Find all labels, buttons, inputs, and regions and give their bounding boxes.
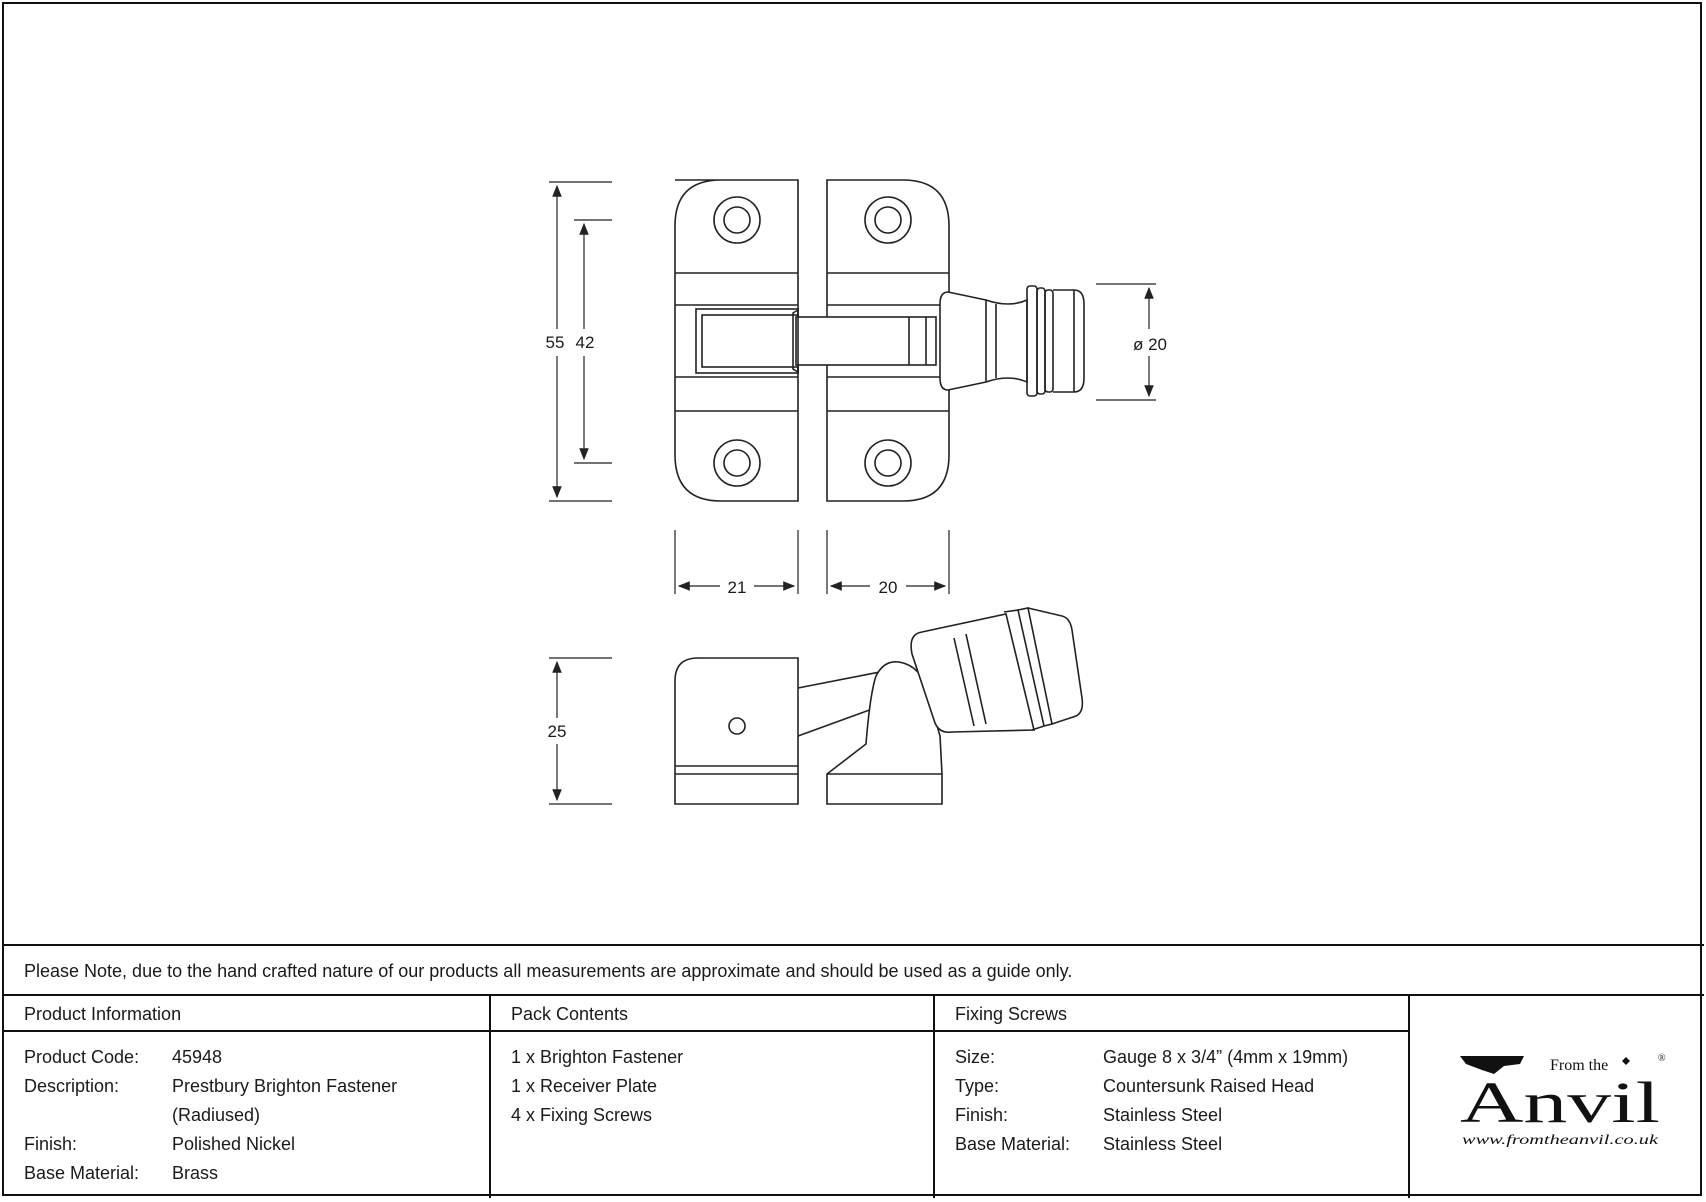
info-value: Brass: [172, 1163, 219, 1183]
fastener-plate-top-view: [792, 179, 1085, 502]
dim-hole-spacing: 42: [576, 333, 595, 352]
column-divider: [1408, 996, 1410, 1198]
technical-drawing: 55 42 ø 20 21 20 25: [546, 179, 1167, 805]
info-value: (Radiused): [172, 1105, 261, 1125]
logo-registered: ®: [1658, 1053, 1666, 1064]
product-information-panel: Product Information Product Code: 45948 …: [4, 996, 490, 1202]
logo-from-the: From the: [1550, 1057, 1608, 1074]
pack-item: 1 x Receiver Plate: [511, 1076, 658, 1096]
screw-label: Type:: [955, 1076, 1000, 1096]
dim-knob-diameter: ø 20: [1133, 335, 1167, 354]
product-information-heading: Product Information: [24, 1004, 182, 1024]
diamond-icon: [1622, 1057, 1630, 1065]
pack-contents-panel: Pack Contents 1 x Brighton Fastener 1 x …: [491, 996, 934, 1202]
screw-value: Stainless Steel: [1103, 1105, 1223, 1125]
pack-contents-heading: Pack Contents: [511, 1004, 629, 1024]
info-label: Finish:: [24, 1134, 78, 1154]
info-label: Product Code:: [24, 1047, 140, 1067]
fastener-side-view: [674, 607, 1084, 805]
screw-label: Size:: [955, 1047, 996, 1067]
product-information-header: Product Information: [4, 996, 490, 1032]
info-value: 45948: [172, 1047, 223, 1067]
fixing-screws-heading: Fixing Screws: [955, 1004, 1068, 1024]
dim-fastener-width: 20: [879, 578, 898, 597]
info-value: Polished Nickel: [172, 1134, 296, 1154]
logo-url: www.fromtheanvil.co.uk: [1462, 1133, 1659, 1148]
screw-value: Countersunk Raised Head: [1103, 1076, 1315, 1096]
logo-brand: Anvil: [1460, 1070, 1660, 1135]
screw-label: Base Material:: [955, 1134, 1071, 1154]
screw-value: Stainless Steel: [1103, 1134, 1223, 1154]
column-divider: [933, 996, 935, 1198]
screw-label: Finish:: [955, 1105, 1009, 1125]
pack-item: 4 x Fixing Screws: [511, 1105, 653, 1125]
dim-height-total: 55: [546, 333, 565, 352]
info-value: Prestbury Brighton Fastener: [172, 1076, 398, 1096]
note-text: Please Note, due to the hand crafted nat…: [24, 961, 1073, 981]
dim-receiver-width: 21: [728, 578, 747, 597]
dimension-lines: [549, 181, 1156, 805]
pack-item: 1 x Brighton Fastener: [511, 1047, 684, 1067]
measurement-note: Please Note, due to the hand crafted nat…: [4, 944, 1704, 996]
info-label: Base Material:: [24, 1163, 140, 1183]
column-divider: [489, 996, 491, 1198]
screw-value: Gauge 8 x 3/4” (4mm x 19mm): [1103, 1047, 1349, 1067]
dim-projection: 25: [548, 722, 567, 741]
pack-contents-header: Pack Contents: [491, 996, 934, 1032]
fixing-screws-panel: Fixing Screws Size: Gauge 8 x 3/4” (4mm …: [935, 996, 1409, 1202]
from-the-anvil-logo: From the ® Anvil www.fromtheanvil.co.uk: [1460, 1053, 1666, 1148]
info-label: Description:: [24, 1076, 120, 1096]
anvil-icon: [1460, 1056, 1524, 1074]
fixing-screws-header: Fixing Screws: [935, 996, 1409, 1032]
receiver-plate-top-view: [674, 179, 799, 502]
